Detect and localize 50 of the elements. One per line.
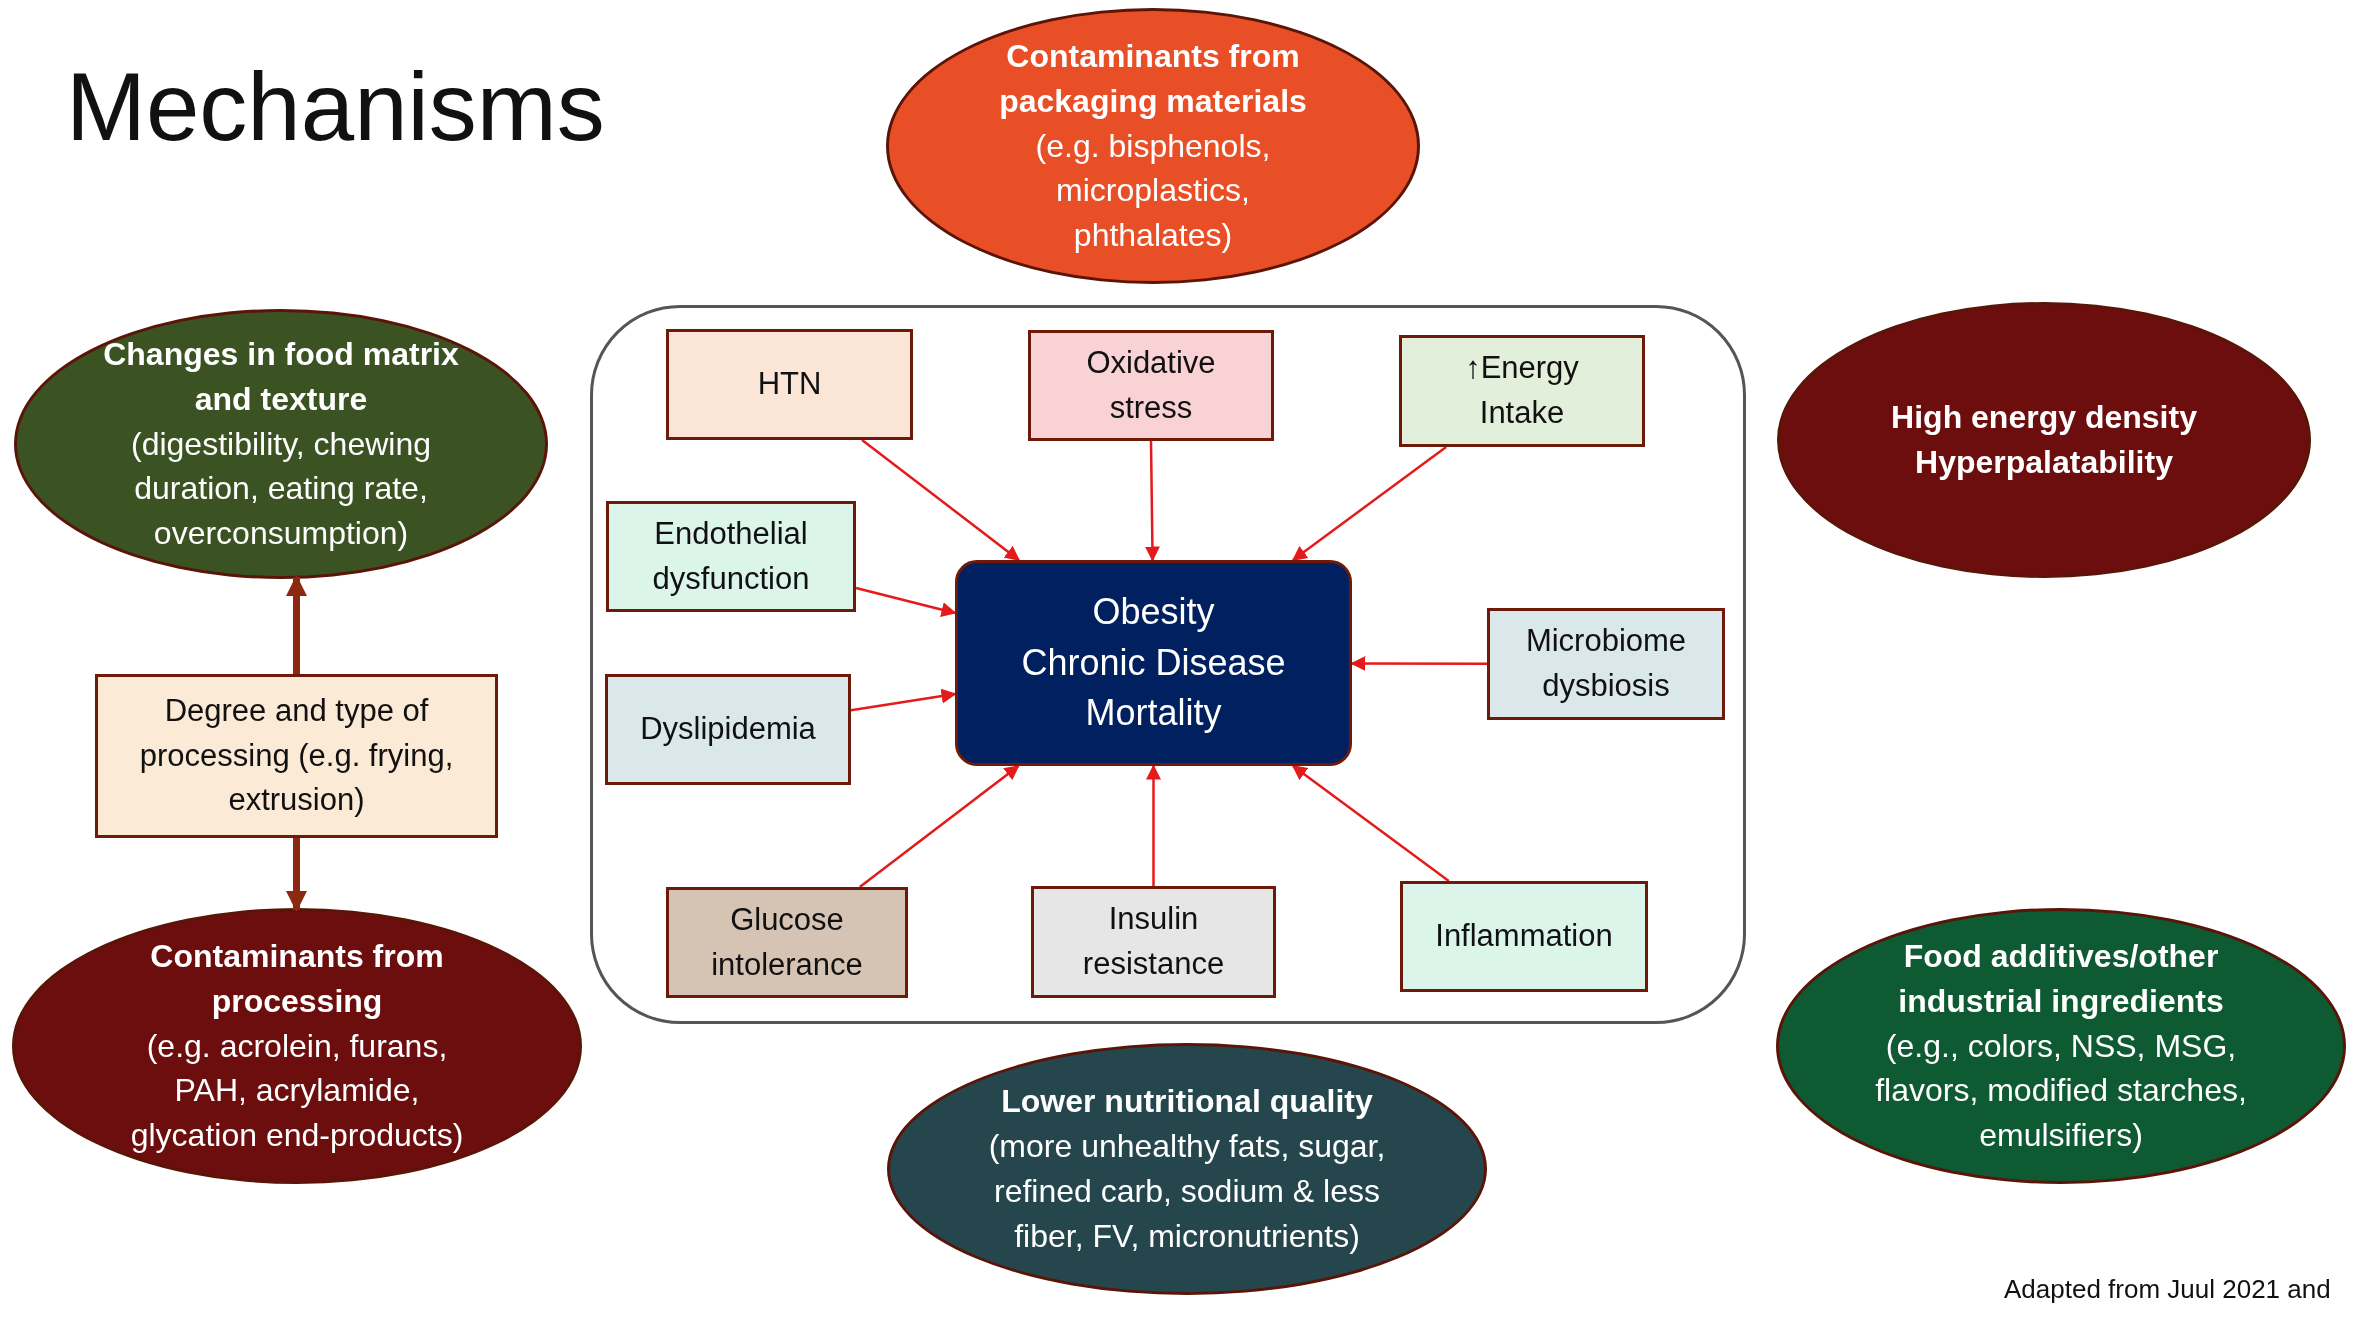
arrow [1144,441,1160,562]
label-text: (more unhealthy fats, sugar, refined carb, sodium & less fiber, FV, micronutrients) [987,1127,1387,1256]
arrow [286,574,307,674]
factor-box [605,674,851,785]
label-text: Endothelial dysfunction [651,514,811,598]
container-box [590,305,1746,1024]
label-text: (digestibility, chewing duration, eating rate, overconsumption) [130,424,432,554]
arrow [855,586,957,617]
label-text: Hyperpalatability [1915,443,2173,482]
factor-box [1400,881,1648,992]
factor-box [666,887,908,998]
factor-box [1028,330,1274,441]
factor-box [666,329,913,440]
label-text: Glucose intolerance [710,900,864,984]
arrow [859,765,1020,888]
arrow [1350,655,1487,671]
factor-box [1031,886,1276,998]
cause-heading: Lower nutritional quality [1001,1082,1373,1122]
outcome-text: Mortality [1085,691,1222,736]
cause-heading: Changes in food matrix and texture [102,335,460,419]
arrow [286,838,307,913]
label-text: Oxidative stress [1085,343,1217,427]
label-text: High energy density [1891,398,2197,438]
cause-heading: Contaminants from processing [149,937,445,1021]
label-text: Insulin resistance [1081,900,1226,983]
title: Mechanisms [66,52,605,162]
cause-heading: Contaminants from packaging materials [998,37,1308,121]
factor-box [1399,335,1645,447]
outcome-box [955,560,1352,766]
outcome-text: Chronic Disease [1021,640,1286,685]
outcome-text: Obesity [1092,590,1215,635]
label-text: (e.g. bisphenols, microplastics, phthalates) [1034,126,1272,256]
label-text: (e.g. acrolein, furans, PAH, acrylamide, glycation end-products) [129,1026,465,1156]
factor-box [95,674,498,838]
label-text: Degree and type of processing (e.g. frying, extrusion) [138,691,455,820]
factor-box [606,501,856,612]
arrow [1291,765,1450,882]
cause-heading: Food additives/other industrial ingredients [1897,937,2225,1021]
label-text: (e.g., colors, NSS, MSG, flavors, modified starches, emulsifiers) [1874,1026,2248,1156]
label-text: Inflammation [1435,917,1613,956]
arrow [850,688,957,712]
arrow [1291,446,1447,561]
label-text: Dyslipidemia [640,710,816,749]
factor-box [1487,608,1725,720]
arrow [1146,764,1161,886]
label-text: HTN [757,365,822,404]
arrow [861,439,1021,561]
source-note: Adapted from Juul 2021 and [2004,1274,2331,1305]
label-text: Microbiome dysbiosis [1524,622,1688,705]
label-text: ↑Energy Intake [1464,349,1580,432]
